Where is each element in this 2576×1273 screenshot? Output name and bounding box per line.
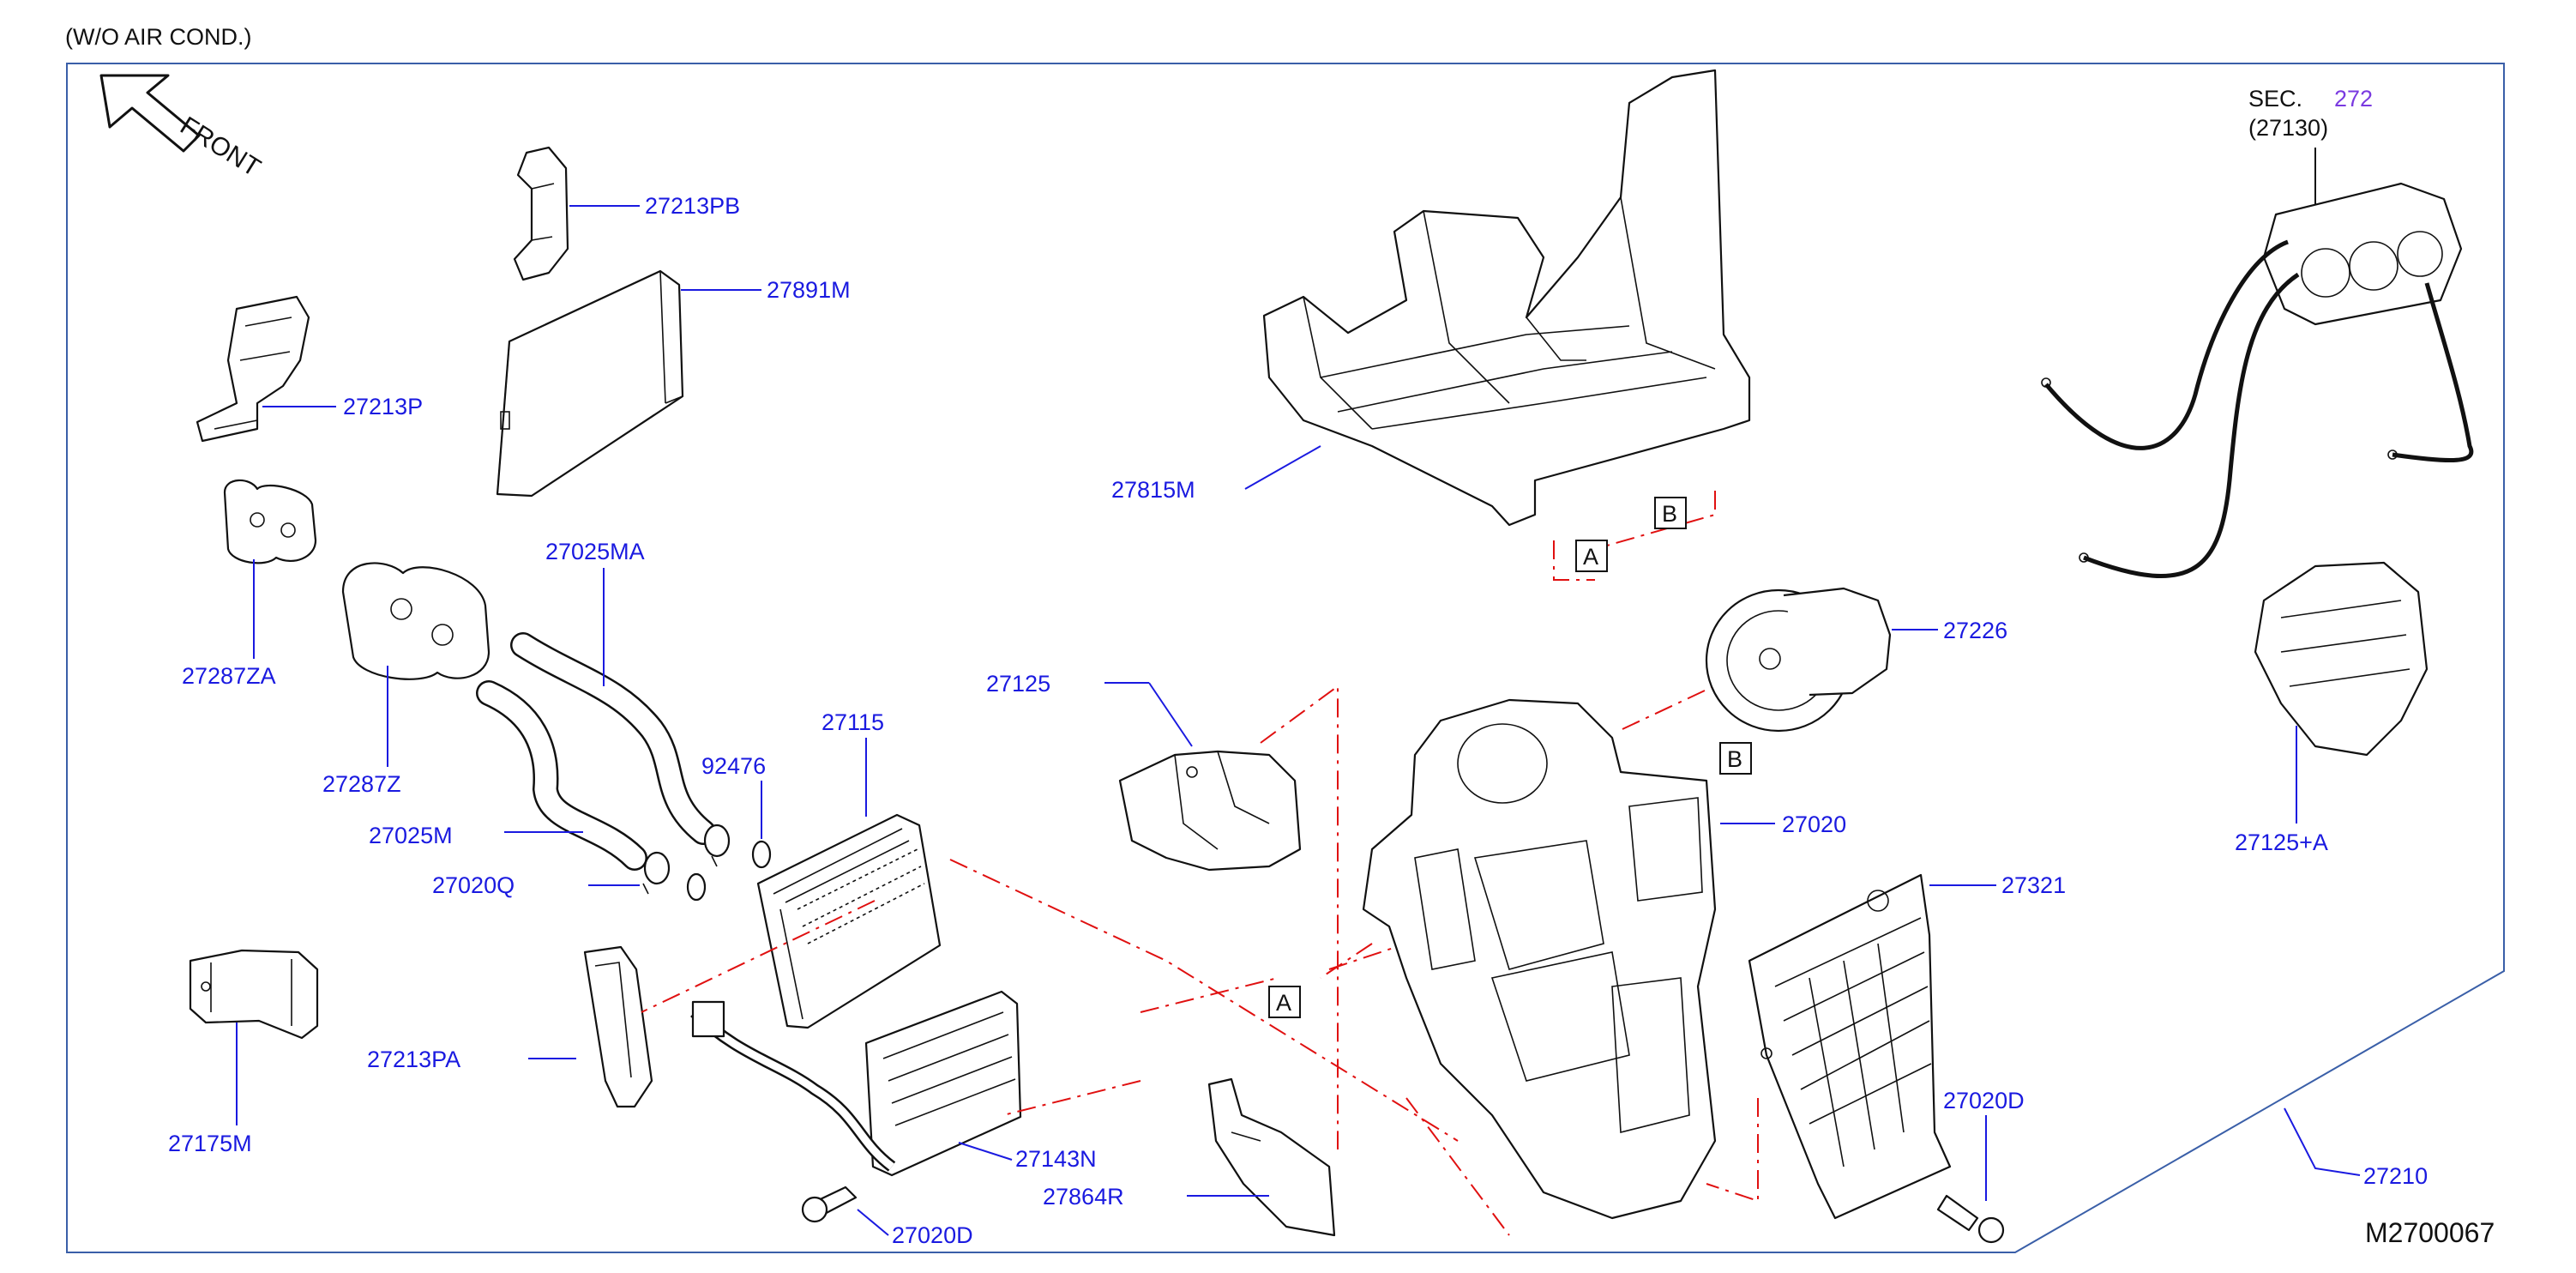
label-27864r: 27864R xyxy=(1043,1184,1124,1210)
clamp-27020q-illustration xyxy=(642,824,731,895)
label-27321: 27321 xyxy=(2001,872,2066,898)
housing-27020-illustration xyxy=(1362,698,1717,1220)
label-27210: 27210 xyxy=(2363,1163,2428,1189)
filter-27891m-illustration xyxy=(496,269,684,498)
bracket-27213pb-illustration xyxy=(513,146,569,281)
assembly-frame xyxy=(66,63,2505,1253)
label-27020d-left: 27020D xyxy=(892,1222,973,1248)
oring-92476-illustration xyxy=(686,840,772,902)
ref-marker-b-top: B xyxy=(1662,501,1677,527)
control-cables-illustration xyxy=(2041,239,2474,578)
grommet-27287z-illustration xyxy=(341,562,491,680)
ref-marker-a-lower: A xyxy=(1276,990,1291,1016)
hose-27025m-illustration xyxy=(476,680,647,871)
heater-unit-27143n-illustration xyxy=(690,990,1022,1177)
label-27020: 27020 xyxy=(1782,811,1846,837)
label-92476: 92476 xyxy=(701,753,766,779)
bracket-27175m-illustration xyxy=(189,949,319,1040)
label-27226: 27226 xyxy=(1943,618,2007,643)
front-arrow-icon xyxy=(99,74,201,153)
label-27020q: 27020Q xyxy=(432,872,515,898)
label-27025ma: 27025MA xyxy=(545,539,645,564)
label-27213pa: 27213PA xyxy=(367,1047,460,1072)
actuator-27125a-illustration xyxy=(2254,561,2429,757)
label-27213pb: 27213PB xyxy=(645,193,740,219)
hose-27025ma-illustration xyxy=(510,632,716,845)
ref-marker-b-lower: B xyxy=(1727,746,1742,772)
actuator-27213p-illustration xyxy=(196,295,310,443)
bolt-27020d-left-icon xyxy=(801,1186,858,1223)
label-27287za: 27287ZA xyxy=(182,663,276,689)
section-prefix: SEC. xyxy=(2248,86,2302,112)
label-27115: 27115 xyxy=(822,709,884,735)
bolt-27020d-right-icon xyxy=(1936,1194,2005,1244)
ref-marker-a-top: A xyxy=(1583,544,1598,570)
bracket-27864r-illustration xyxy=(1207,1077,1336,1237)
label-27125: 27125 xyxy=(986,671,1050,697)
diagram-code: M2700067 xyxy=(2365,1217,2495,1248)
label-27020d-right: 27020D xyxy=(1943,1088,2025,1113)
section-number: 272 xyxy=(2334,86,2373,112)
label-27891m: 27891M xyxy=(767,277,851,303)
blower-motor-27226-illustration xyxy=(1705,587,1892,733)
section-sub: (27130) xyxy=(2248,115,2328,141)
label-27025m: 27025M xyxy=(369,823,453,848)
cover-27321-illustration xyxy=(1748,873,1952,1220)
label-27175m: 27175M xyxy=(168,1131,252,1156)
header-note: (W/O AIR COND.) xyxy=(65,24,252,50)
label-27143n: 27143N xyxy=(1015,1146,1097,1172)
heater-core-27115-illustration xyxy=(756,813,942,1029)
seal-27213pa-illustration xyxy=(583,945,653,1108)
label-27213p: 27213P xyxy=(343,394,423,419)
label-27125a: 27125+A xyxy=(2235,830,2328,855)
grommet-27287za-illustration xyxy=(223,479,317,564)
control-unit-27130-illustration xyxy=(2262,182,2463,326)
duct-27815m-illustration xyxy=(1262,69,1751,527)
label-27815m: 27815M xyxy=(1111,477,1195,503)
label-27287z: 27287Z xyxy=(322,771,401,797)
actuator-27125-illustration xyxy=(1118,750,1302,872)
